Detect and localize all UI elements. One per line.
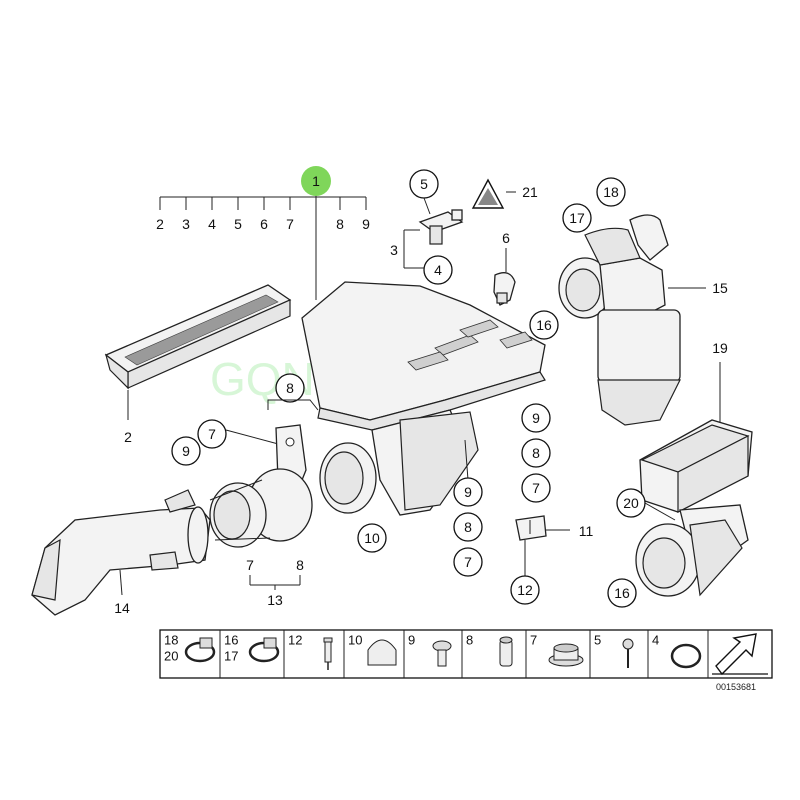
callout-3: 3	[390, 242, 398, 258]
member-label: 2	[156, 216, 164, 232]
callout-13: 13	[267, 592, 283, 608]
parts-legend-strip: 18 20 16 17 12 10 9 8	[159, 629, 773, 679]
legend-num: 4	[652, 633, 659, 648]
callout-16: 16	[536, 317, 552, 333]
callout-16-a-marker[interactable]: 16	[529, 310, 559, 340]
callout-9: 9	[532, 410, 540, 426]
highlight-circle	[301, 166, 331, 196]
callout-6: 6	[502, 230, 510, 246]
callout-20: 20	[623, 495, 639, 511]
screw-icon	[432, 640, 452, 667]
callout-9: 9	[464, 484, 472, 500]
callout-7: 7	[464, 554, 472, 570]
callout-9-a-marker[interactable]: 9	[171, 436, 201, 466]
intake-adapter[interactable]	[209, 424, 313, 548]
callout-16-b-marker[interactable]: 16	[607, 578, 637, 608]
callout-4: 4	[434, 262, 442, 278]
callout-8-c-marker[interactable]: 8	[521, 438, 551, 468]
callout-14: 14	[114, 600, 130, 616]
member-label: 8	[336, 216, 344, 232]
callout-1: 1	[312, 173, 320, 189]
part-1-callout[interactable]: 1	[301, 166, 331, 196]
legend-num: 12	[288, 633, 302, 648]
part-13-bracket: 7 8 13	[246, 557, 304, 608]
part-1-members: 2 3 4 5 6 7 8 9	[156, 216, 370, 232]
callout-2: 2	[124, 429, 132, 445]
callout-8: 8	[532, 445, 540, 461]
callout-8: 8	[296, 557, 304, 573]
member-label: 6	[260, 216, 268, 232]
callout-8-a-marker[interactable]: 8	[275, 373, 305, 403]
legend-num: 16	[224, 633, 238, 648]
legend-num: 17	[224, 649, 238, 664]
legend-num: 7	[530, 633, 537, 648]
callout-11: 11	[579, 523, 594, 539]
legend-num: 20	[164, 649, 178, 664]
lower-intake-hose[interactable]	[635, 519, 743, 597]
tapping-screw-icon	[622, 638, 634, 668]
callout-15: 15	[712, 280, 728, 296]
rubber-mount-icon	[548, 643, 584, 667]
grommet-cap-icon	[367, 639, 397, 666]
callout-21: 21	[522, 184, 538, 200]
callout-7-a-marker[interactable]: 7	[197, 419, 227, 449]
callout-7: 7	[532, 480, 540, 496]
legend-num: 8	[466, 633, 473, 648]
callout-7: 7	[208, 426, 216, 442]
callout-8: 8	[286, 380, 294, 396]
drawing-code: 00153681	[716, 682, 756, 692]
callout-7: 7	[246, 557, 254, 573]
mass-air-flow-sensor[interactable]	[418, 209, 464, 245]
callout-12-marker[interactable]: 12	[510, 575, 540, 605]
sleeve-icon	[499, 636, 513, 667]
callout-16: 16	[614, 585, 630, 601]
callout-9-b-marker[interactable]: 9	[521, 403, 551, 433]
callout-8: 8	[464, 519, 472, 535]
callout-10: 10	[364, 530, 380, 546]
o-ring-icon	[670, 643, 702, 669]
legend-num: 9	[408, 633, 415, 648]
callout-10-marker[interactable]: 10	[357, 523, 387, 553]
callout-4-marker[interactable]: 4	[423, 255, 453, 285]
legend-num: 18	[164, 633, 178, 648]
callout-5: 5	[420, 176, 428, 192]
callout-7-d-marker[interactable]: 7	[453, 547, 483, 577]
member-label: 3	[182, 216, 190, 232]
callout-18-marker[interactable]: 18	[596, 177, 626, 207]
member-label: 7	[286, 216, 294, 232]
clip-part[interactable]	[493, 272, 516, 306]
callout-9-c-marker[interactable]: 9	[453, 477, 483, 507]
rivet-icon	[323, 637, 333, 670]
member-label: 9	[362, 216, 370, 232]
upper-intake-hose[interactable]	[558, 214, 681, 426]
member-label: 5	[234, 216, 242, 232]
callout-8-d-marker[interactable]: 8	[453, 512, 483, 542]
hose-clamp-icon	[248, 637, 280, 663]
air-filter-housing[interactable]	[301, 281, 546, 516]
small-bracket[interactable]	[515, 515, 547, 541]
callout-12: 12	[517, 582, 533, 598]
intake-duct[interactable]	[31, 489, 211, 616]
callout-3-bracket: 3	[390, 229, 424, 269]
callout-20-marker[interactable]: 20	[616, 488, 646, 518]
air-filter-element[interactable]	[104, 284, 292, 420]
callout-7-c-marker[interactable]: 7	[521, 473, 551, 503]
callout-19: 19	[712, 340, 728, 356]
hose-clamp-icon	[184, 637, 216, 663]
callout-17: 17	[569, 210, 585, 226]
part-1-group-bracket	[159, 195, 367, 300]
warning-label-icon[interactable]	[471, 178, 505, 209]
legend-num: 10	[348, 633, 362, 648]
callout-9: 9	[182, 443, 190, 459]
callout-18: 18	[603, 184, 619, 200]
legend-num: 5	[594, 633, 601, 648]
arrow-icon	[712, 633, 768, 676]
member-label: 4	[208, 216, 216, 232]
callout-5-marker[interactable]: 5	[409, 169, 439, 199]
callout-17-marker[interactable]: 17	[562, 203, 592, 233]
